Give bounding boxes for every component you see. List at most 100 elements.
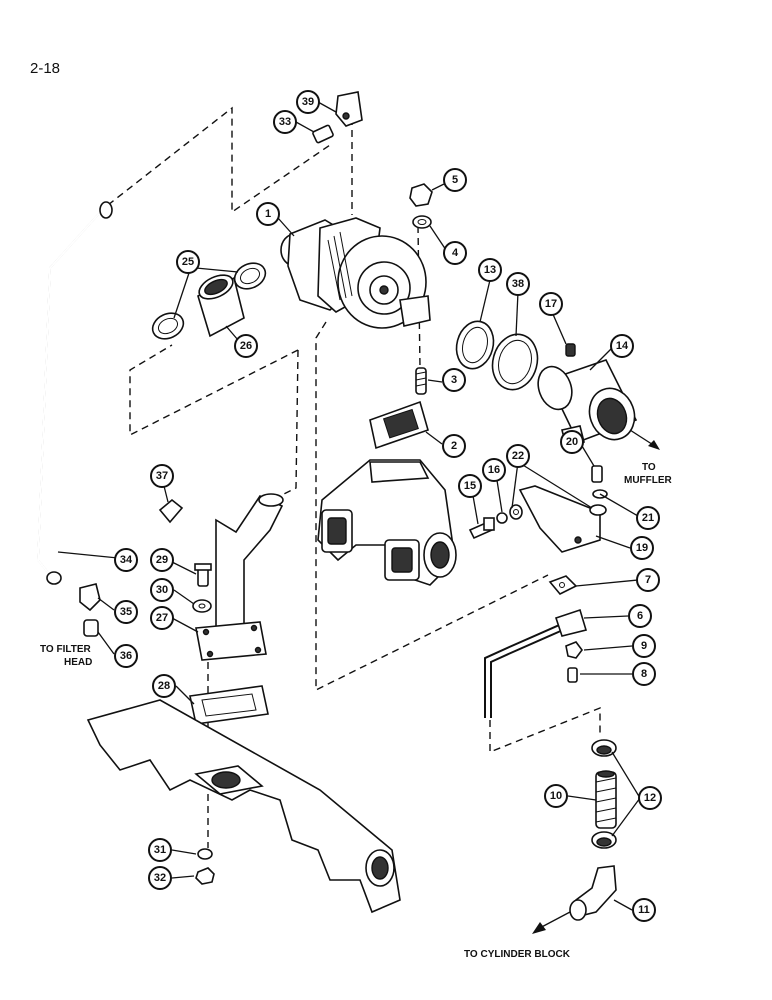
cap-screw — [468, 517, 495, 540]
callout-label: 29 — [156, 554, 168, 566]
oil-drain-tube — [484, 608, 588, 718]
callout-36: 36 — [114, 644, 138, 668]
bracket-nut — [589, 504, 607, 516]
callout-label: 35 — [120, 606, 132, 618]
elbow-washer — [192, 599, 212, 613]
callout-label: 26 — [240, 340, 252, 352]
callout-label: 27 — [156, 612, 168, 624]
callout-label: 33 — [279, 116, 291, 128]
turbocharger — [280, 217, 431, 329]
callout-27: 27 — [150, 606, 174, 630]
intake-manifold — [86, 699, 401, 914]
callout-12: 12 — [638, 786, 662, 810]
to-filter-head-note-line2: HEAD — [64, 657, 92, 668]
to-cylinder-block-note: TO CYLINDER BLOCK — [464, 949, 571, 960]
callout-label: 28 — [158, 680, 170, 692]
callout-label: 12 — [644, 792, 656, 804]
lock-washer — [412, 215, 432, 229]
callout-1: 1 — [256, 202, 280, 226]
callout-label: 21 — [642, 512, 654, 524]
callout-4: 4 — [443, 241, 467, 265]
to-muffler-note-line1: TO — [642, 462, 656, 473]
callout-label: 6 — [637, 610, 643, 622]
callout-label: 8 — [641, 668, 647, 680]
callout-label: 22 — [512, 450, 524, 462]
callout-3: 3 — [442, 368, 466, 392]
seal-ring — [491, 333, 539, 391]
manifold-washer — [197, 848, 213, 860]
exhaust-adapter-pipe — [537, 359, 660, 450]
nut — [409, 183, 433, 207]
mounting-bracket — [518, 485, 601, 553]
callout-label: 34 — [120, 554, 133, 566]
hose-clamp-lower — [151, 312, 185, 340]
assembly-dashed-lines — [107, 106, 601, 848]
callout-label: 36 — [120, 650, 132, 662]
callout-label: 7 — [645, 574, 651, 586]
callout-8: 8 — [632, 662, 656, 686]
drain-tube-nut — [565, 641, 583, 659]
callout-20: 20 — [560, 430, 584, 454]
callout-label: 20 — [566, 436, 578, 448]
callout-label: 32 — [154, 872, 166, 884]
callout-label: 15 — [464, 480, 476, 492]
callout-29: 29 — [150, 548, 174, 572]
leader-lines — [57, 101, 641, 911]
elbow-fitting — [335, 91, 363, 127]
callout-28: 28 — [152, 674, 176, 698]
callout-6: 6 — [628, 604, 652, 628]
callout-label: 39 — [302, 96, 314, 108]
callout-label: 37 — [156, 470, 168, 482]
oil-elbow-fitting — [79, 583, 101, 612]
callout-16: 16 — [482, 458, 506, 482]
callout-37: 37 — [150, 464, 174, 488]
callout-10: 10 — [544, 784, 568, 808]
callout-label: 17 — [545, 298, 557, 310]
callout-label: 13 — [484, 264, 496, 276]
callout-label: 16 — [488, 464, 500, 476]
to-muffler-note-line2: MUFFLER — [624, 475, 673, 486]
callout-26: 26 — [234, 334, 258, 358]
drain-hose — [595, 770, 617, 829]
callout-11: 11 — [632, 898, 656, 922]
hose — [197, 274, 245, 338]
callout-31: 31 — [148, 838, 172, 862]
exhaust-manifold-elbow — [317, 459, 457, 586]
callout-30: 30 — [150, 578, 174, 602]
adapter-fitting — [312, 124, 334, 144]
callout-label: 31 — [154, 844, 166, 856]
callout-34: 34 — [114, 548, 138, 572]
callout-15: 15 — [458, 474, 482, 498]
callout-label: 2 — [451, 440, 457, 452]
callout-21: 21 — [636, 506, 660, 530]
callout-label: 10 — [550, 790, 562, 802]
callout-17: 17 — [539, 292, 563, 316]
manifold-nut — [195, 867, 215, 885]
bracket-bolt — [591, 465, 603, 483]
callout-14: 14 — [610, 334, 634, 358]
callout-33: 33 — [273, 110, 297, 134]
callout-22: 22 — [506, 444, 530, 468]
callout-7: 7 — [636, 568, 660, 592]
callout-13: 13 — [478, 258, 502, 282]
to-cylinder-block-arrow — [532, 911, 571, 934]
flat-washer — [509, 504, 523, 520]
drain-hose-clamp-upper — [591, 739, 617, 757]
stud — [415, 367, 427, 395]
drain-elbow — [569, 865, 617, 921]
callout-label: 14 — [616, 340, 629, 352]
callout-label: 9 — [641, 640, 647, 652]
callout-39: 39 — [296, 90, 320, 114]
elbow-bolt — [194, 563, 212, 587]
intake-gasket — [189, 685, 269, 725]
callout-5: 5 — [443, 168, 467, 192]
callout-2: 2 — [442, 434, 466, 458]
callout-label: 1 — [265, 208, 271, 220]
oil-adapter — [83, 619, 99, 637]
lock-washer-small — [496, 512, 508, 524]
oil-drain-gasket — [548, 575, 578, 595]
callout-label: 3 — [451, 374, 457, 386]
drain-tube-bolt — [567, 667, 578, 683]
callout-35: 35 — [114, 600, 138, 624]
